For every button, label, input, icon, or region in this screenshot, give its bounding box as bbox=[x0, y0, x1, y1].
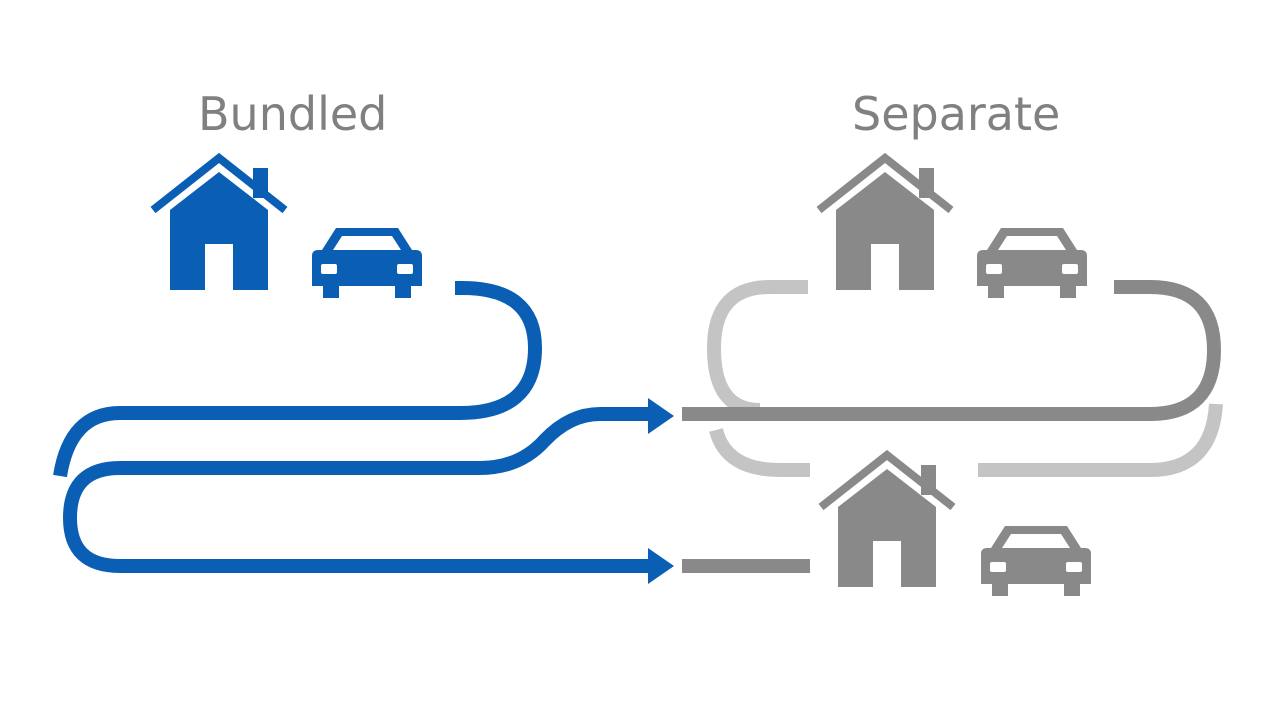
separate-light-arc-bottom-left bbox=[709, 427, 810, 477]
separate-paths bbox=[682, 280, 1223, 573]
bundled-path-upper bbox=[53, 281, 542, 478]
separate-path-main bbox=[682, 280, 1221, 421]
arrowhead-icon bbox=[648, 398, 674, 434]
arrowhead-icon bbox=[648, 548, 674, 584]
car-icon bbox=[977, 228, 1087, 298]
bundled-path-middle bbox=[120, 407, 650, 475]
bundled-paths bbox=[53, 281, 650, 573]
separate-light-arc-bottom-right bbox=[978, 403, 1223, 477]
bundled-heading: Bundled bbox=[198, 87, 388, 141]
house-icon bbox=[821, 455, 953, 587]
house-icon bbox=[153, 158, 285, 290]
car-icon bbox=[312, 228, 422, 298]
house-icon bbox=[819, 158, 951, 290]
separate-light-arc-left bbox=[706, 280, 808, 417]
separate-heading: Separate bbox=[852, 87, 1061, 141]
car-icon bbox=[981, 526, 1091, 596]
bundled-path-lower bbox=[63, 461, 650, 573]
